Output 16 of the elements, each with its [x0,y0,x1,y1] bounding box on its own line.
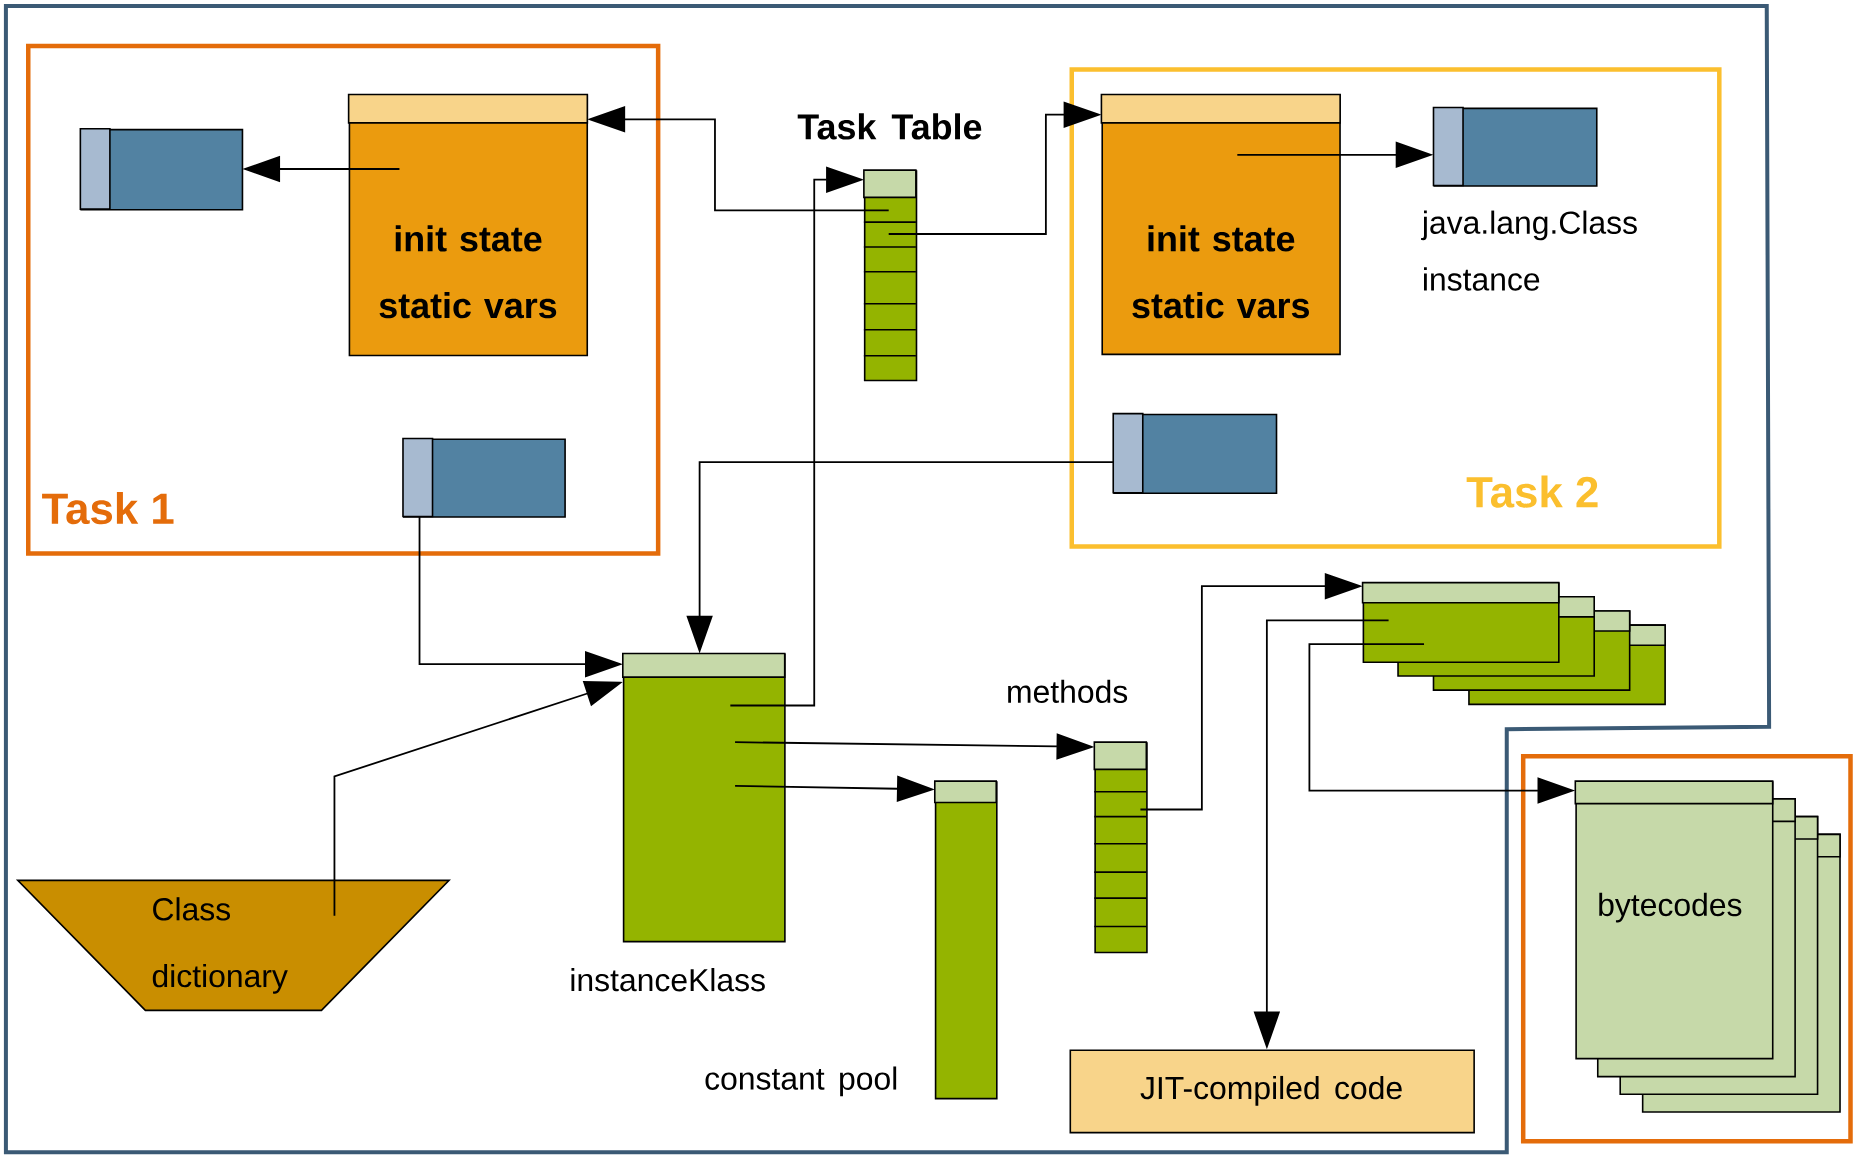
column-heading: methods [1008,679,1128,704]
column-heading: Task Table [797,113,982,140]
object-block [1112,412,1278,495]
node-label: constant pool [705,1066,897,1097]
code-box: JIT-compiled code [1069,1049,1475,1134]
memory-block: init state static vars [1100,93,1341,356]
memory-block: init state static vars [347,93,589,357]
frame-title: Task 2 [1466,475,1598,508]
page-stack [1361,581,1666,706]
page-stack: bytecodes [1574,780,1841,1113]
node-label: java.lang.Class instance [1421,210,1637,291]
node-label: instanceKlass [571,968,765,992]
object-block [402,437,566,518]
object-block [79,128,244,211]
frame-title: Task 1 [42,492,174,525]
group-frame [1520,753,1853,1144]
